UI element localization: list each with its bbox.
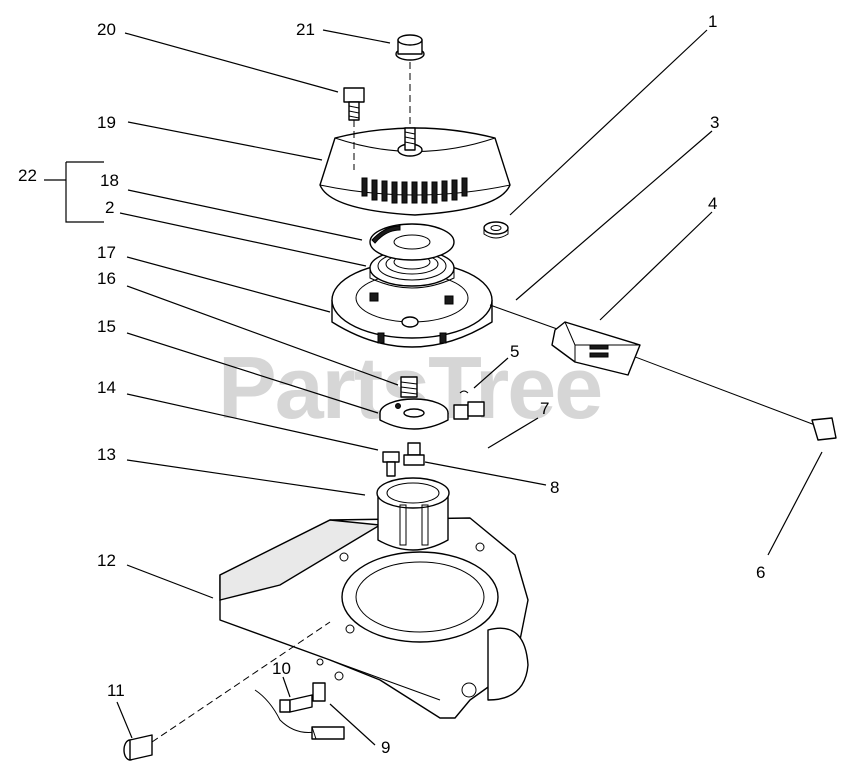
callout-19: 19 [97,113,116,132]
part-13-starter-cup[interactable] [376,477,450,551]
part-11-bolt[interactable] [123,621,331,761]
callout-16: 16 [97,269,116,288]
part-6-rope-clip[interactable] [811,417,837,441]
part-21-nut[interactable] [395,34,425,125]
callout-7: 7 [540,399,549,418]
callout-18: 18 [100,171,119,190]
leader-lines [44,29,823,746]
part-3-starter-rope[interactable] [489,304,816,426]
part-17-pulley[interactable] [331,261,493,348]
callout-11: 11 [107,681,125,700]
callout-22: 22 [18,166,37,185]
part-12-blower-housing[interactable] [219,517,529,719]
part-20-bolt[interactable] [343,87,365,170]
callout-9: 9 [381,738,390,757]
part-18-spring-cup[interactable] [369,223,455,261]
callout-2: 2 [105,198,114,217]
part-7-pawl[interactable] [453,401,485,420]
callout-1: 1 [708,12,717,31]
callout-12: 12 [97,551,116,570]
part-14-screw[interactable] [382,451,400,477]
part-1-washer[interactable] [483,221,509,239]
callout-10: 10 [272,659,291,678]
callout-15: 15 [97,317,116,336]
part-19-starter-housing[interactable] [319,127,511,216]
callout-14: 14 [97,378,116,397]
callout-labels: 20 21 1 3 4 19 22 18 2 17 16 15 5 14 7 1… [18,12,765,757]
part-15-retainer[interactable] [379,398,449,430]
callout-13: 13 [97,445,116,464]
callout-20: 20 [97,20,116,39]
part-10-screw[interactable] [279,694,313,713]
callout-5: 5 [510,342,519,361]
housing-vent-slots [361,177,468,204]
part-9-stop-switch[interactable] [254,682,345,740]
part-5-pawl-spring[interactable] [459,390,469,394]
callout-6: 6 [756,563,765,582]
part-16-spring[interactable] [400,376,418,398]
callout-21: 21 [296,20,315,39]
part-8-screw[interactable] [403,442,425,466]
callout-3: 3 [710,113,719,132]
callout-8: 8 [550,478,559,497]
callout-4: 4 [708,194,717,213]
callout-17: 17 [97,243,116,262]
part-4-rope-handle[interactable] [551,321,641,376]
